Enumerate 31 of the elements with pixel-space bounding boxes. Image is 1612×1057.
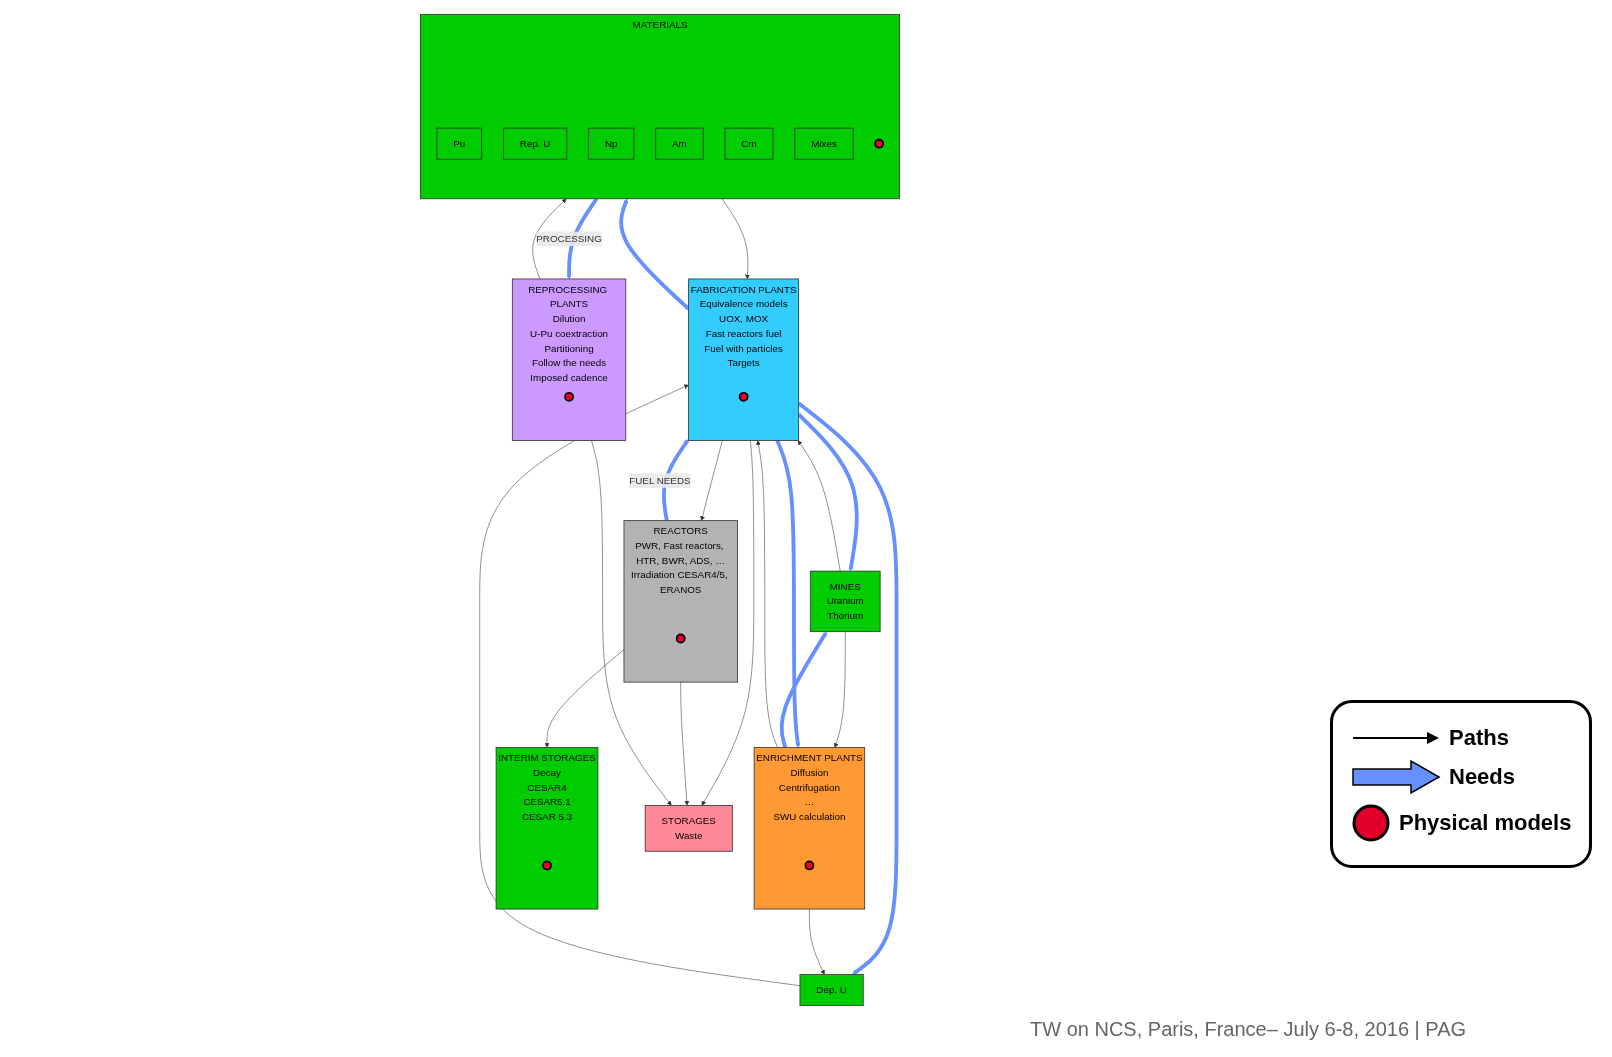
node-box: Np [588,127,635,160]
legend-label: Physical models [1399,810,1572,836]
cluster: REPROCESSING PLANTS Dilution U-Pu coextraction Partitioning Follow the needs Imposed cadence [511,278,627,441]
node-box: MINES Uranium Thorium [809,570,881,633]
cluster: FABRICATION PLANTS Equivalence models UOX, MOX Fast reactors fuel Fuel with particles Targets [688,278,799,441]
node-box: Rep. U [503,127,568,160]
node-circle [675,633,686,644]
node-circle [874,138,884,149]
cluster: REACTORS PWR, Fast reactors, HTR, BWR, ADS, … Irradiation CESAR4/5, ERANOS [623,520,738,683]
node-box: Mixes [794,127,854,160]
edge-label: FUEL NEEDS [629,474,691,486]
node-box: STORAGES Waste [644,805,733,852]
node-circle [738,391,749,402]
legend-label: Needs [1449,764,1516,790]
arrow [619,198,690,311]
cluster: INTERIM STORAGES Decay CESAR4 CESAR5.1 CESAR 5.3 [495,747,599,910]
node-box: Cm [724,127,774,160]
node-box: Dep. U [799,974,864,1007]
node-box: Pu [436,127,482,160]
arrow [661,438,689,521]
arrow [775,439,801,748]
arrow [566,197,599,280]
node-circle [804,860,815,871]
footer-note: TW on NCS, Paris, France– July 6-8, 2016 | PAG [1030,1018,1467,1041]
arrow [779,631,828,749]
edge-label: PROCESSING [536,233,602,245]
node-box: Am [655,127,704,160]
cluster: ENRICHMENT PLANTS Diffusion Centrifugation … SWU calculation [753,747,866,910]
node-circle [564,391,574,402]
legend-label: Paths [1449,725,1509,751]
node-circle [542,860,552,871]
